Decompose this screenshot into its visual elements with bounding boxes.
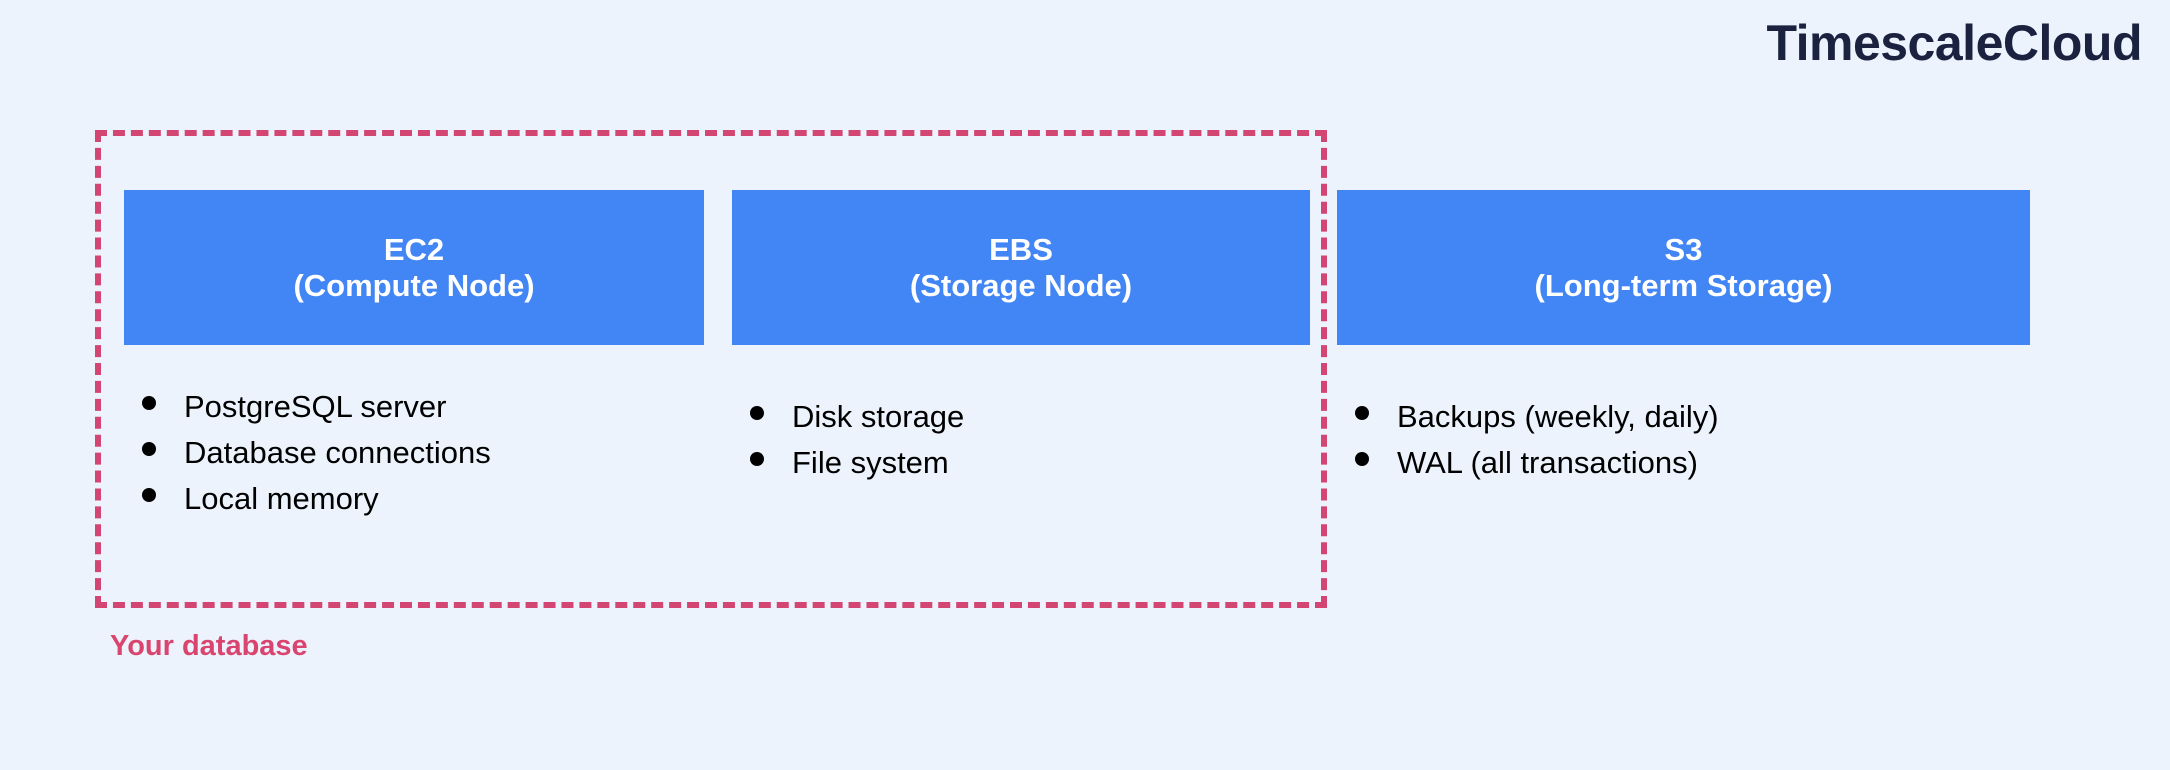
node-subtitle-ec2: (Compute Node) — [293, 267, 535, 303]
node-box-s3[interactable]: S3 (Long-term Storage) — [1337, 190, 2030, 345]
list-item-label: File system — [792, 445, 949, 480]
list-item: Database connections — [142, 435, 704, 471]
bullet-list-ebs: Disk storage File system — [750, 399, 1310, 481]
node-title-s3: S3 — [1664, 231, 1703, 267]
list-item-label: Disk storage — [792, 399, 965, 434]
your-database-label: Your database — [110, 630, 308, 662]
node-box-ebs[interactable]: EBS (Storage Node) — [732, 190, 1310, 345]
node-subtitle-ebs: (Storage Node) — [909, 267, 1133, 303]
node-title-ec2: EC2 — [383, 231, 445, 267]
bullet-list-ec2: PostgreSQL server Database connections L… — [142, 389, 704, 517]
list-item: PostgreSQL server — [142, 389, 704, 425]
bullet-dot-icon — [1355, 452, 1369, 466]
node-title-ebs: EBS — [989, 231, 1053, 267]
bullet-list-s3: Backups (weekly, daily) WAL (all transac… — [1355, 399, 2030, 481]
list-item: Local memory — [142, 481, 704, 517]
your-database-boundary — [95, 130, 1327, 608]
list-item-label: Database connections — [184, 435, 491, 470]
list-item-label: WAL (all transactions) — [1397, 445, 1698, 480]
column-ec2: EC2 (Compute Node) PostgreSQL server Dat… — [124, 190, 704, 527]
bullet-dot-icon — [1355, 406, 1369, 420]
bullet-dot-icon — [750, 452, 764, 466]
node-subtitle-s3: (Long-term Storage) — [1534, 267, 1833, 303]
bullet-dot-icon — [142, 488, 156, 502]
list-item: Backups (weekly, daily) — [1355, 399, 2030, 435]
timescale-cloud-logo: TimescaleCloud — [1766, 15, 2142, 71]
list-item-label: Backups (weekly, daily) — [1397, 399, 1719, 434]
bullet-dot-icon — [142, 396, 156, 410]
list-item-label: PostgreSQL server — [184, 389, 447, 424]
list-item-label: Local memory — [184, 481, 379, 516]
column-s3: S3 (Long-term Storage) Backups (weekly, … — [1337, 190, 2030, 491]
column-ebs: EBS (Storage Node) Disk storage File sys… — [732, 190, 1310, 491]
bullet-dot-icon — [750, 406, 764, 420]
node-box-ec2[interactable]: EC2 (Compute Node) — [124, 190, 704, 345]
bullet-dot-icon — [142, 442, 156, 456]
list-item: File system — [750, 445, 1310, 481]
list-item: Disk storage — [750, 399, 1310, 435]
list-item: WAL (all transactions) — [1355, 445, 2030, 481]
